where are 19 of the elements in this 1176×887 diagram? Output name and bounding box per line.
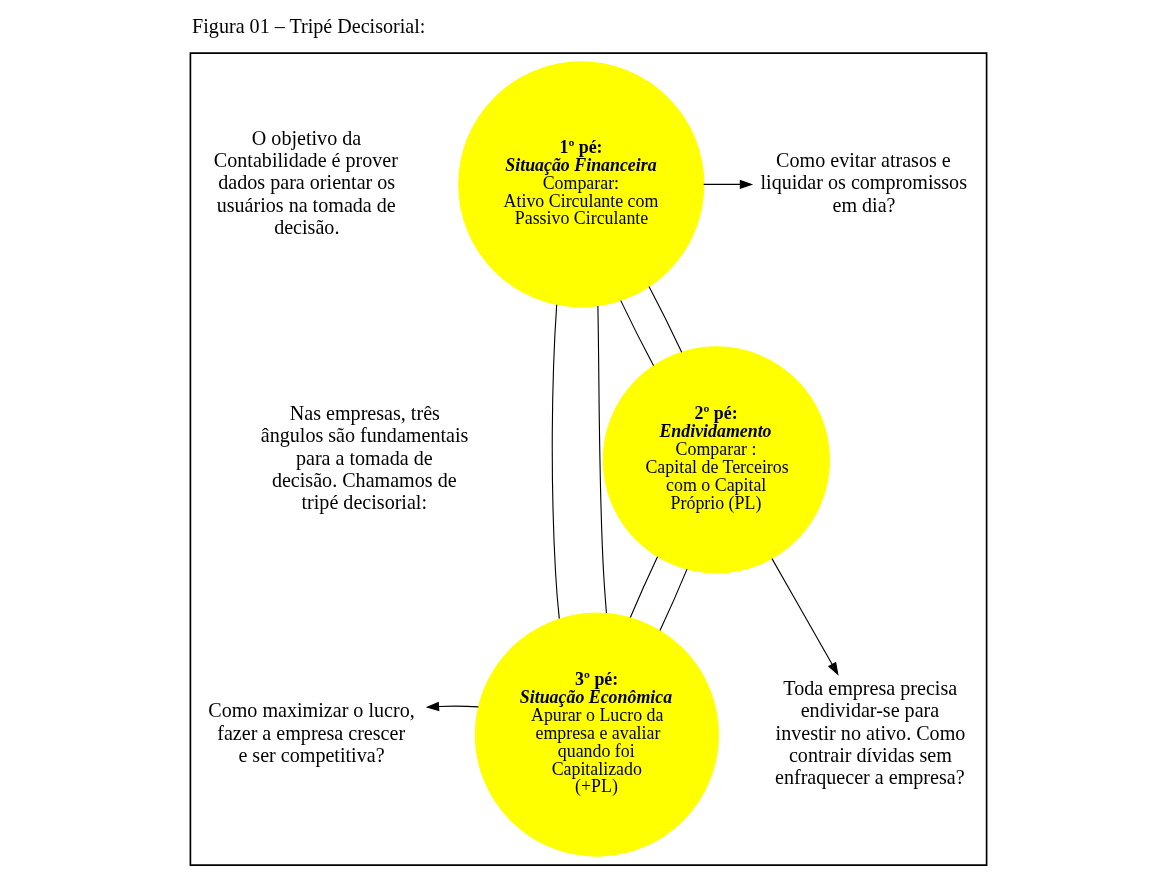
node-text: Como evitar atrasos e liquidar os compromissos em dia? (759, 149, 967, 216)
diagram-title: Figura 01 – Tripé Decisorial: (191, 15, 425, 38)
connector (647, 285, 682, 353)
connector (658, 568, 688, 631)
label: Nas empresas, três ângulos são fundamentais para a tomada de decisão. Chamamos de tripé decisorial: (260, 402, 468, 514)
arrow (770, 558, 839, 676)
node-text: Como maximizar o lucro, fazer a empresa crescer e ser competitiva? (207, 699, 415, 766)
connector (551, 304, 560, 620)
label: O objetivo da Contabilidade é prover dados para orientar os usuários na tomada de decisão. (213, 126, 398, 238)
node-circle: 1º pé: Situação Financeira Comparar: Ativo Circulante com Passivo Circulante (457, 61, 704, 308)
connector (596, 305, 607, 614)
connector (619, 300, 654, 367)
connector (629, 556, 658, 619)
node-circle: 2º pé: Endividamento Comparar : Capital de Terceiros com o Capital Próprio (PL) (602, 346, 830, 574)
arrow (425, 701, 479, 712)
cluster (189, 52, 987, 866)
node-circle: 3º pé: Situação Econômica Apurar o Lucro da empresa e avaliar quando foi Capitalizado (+PL) (474, 612, 719, 857)
arrow (702, 179, 753, 190)
node-text: Toda empresa precisa endividar-se para investir no ativo. Como contrair dívidas sem enfraquecer a empresa? (774, 676, 965, 789)
